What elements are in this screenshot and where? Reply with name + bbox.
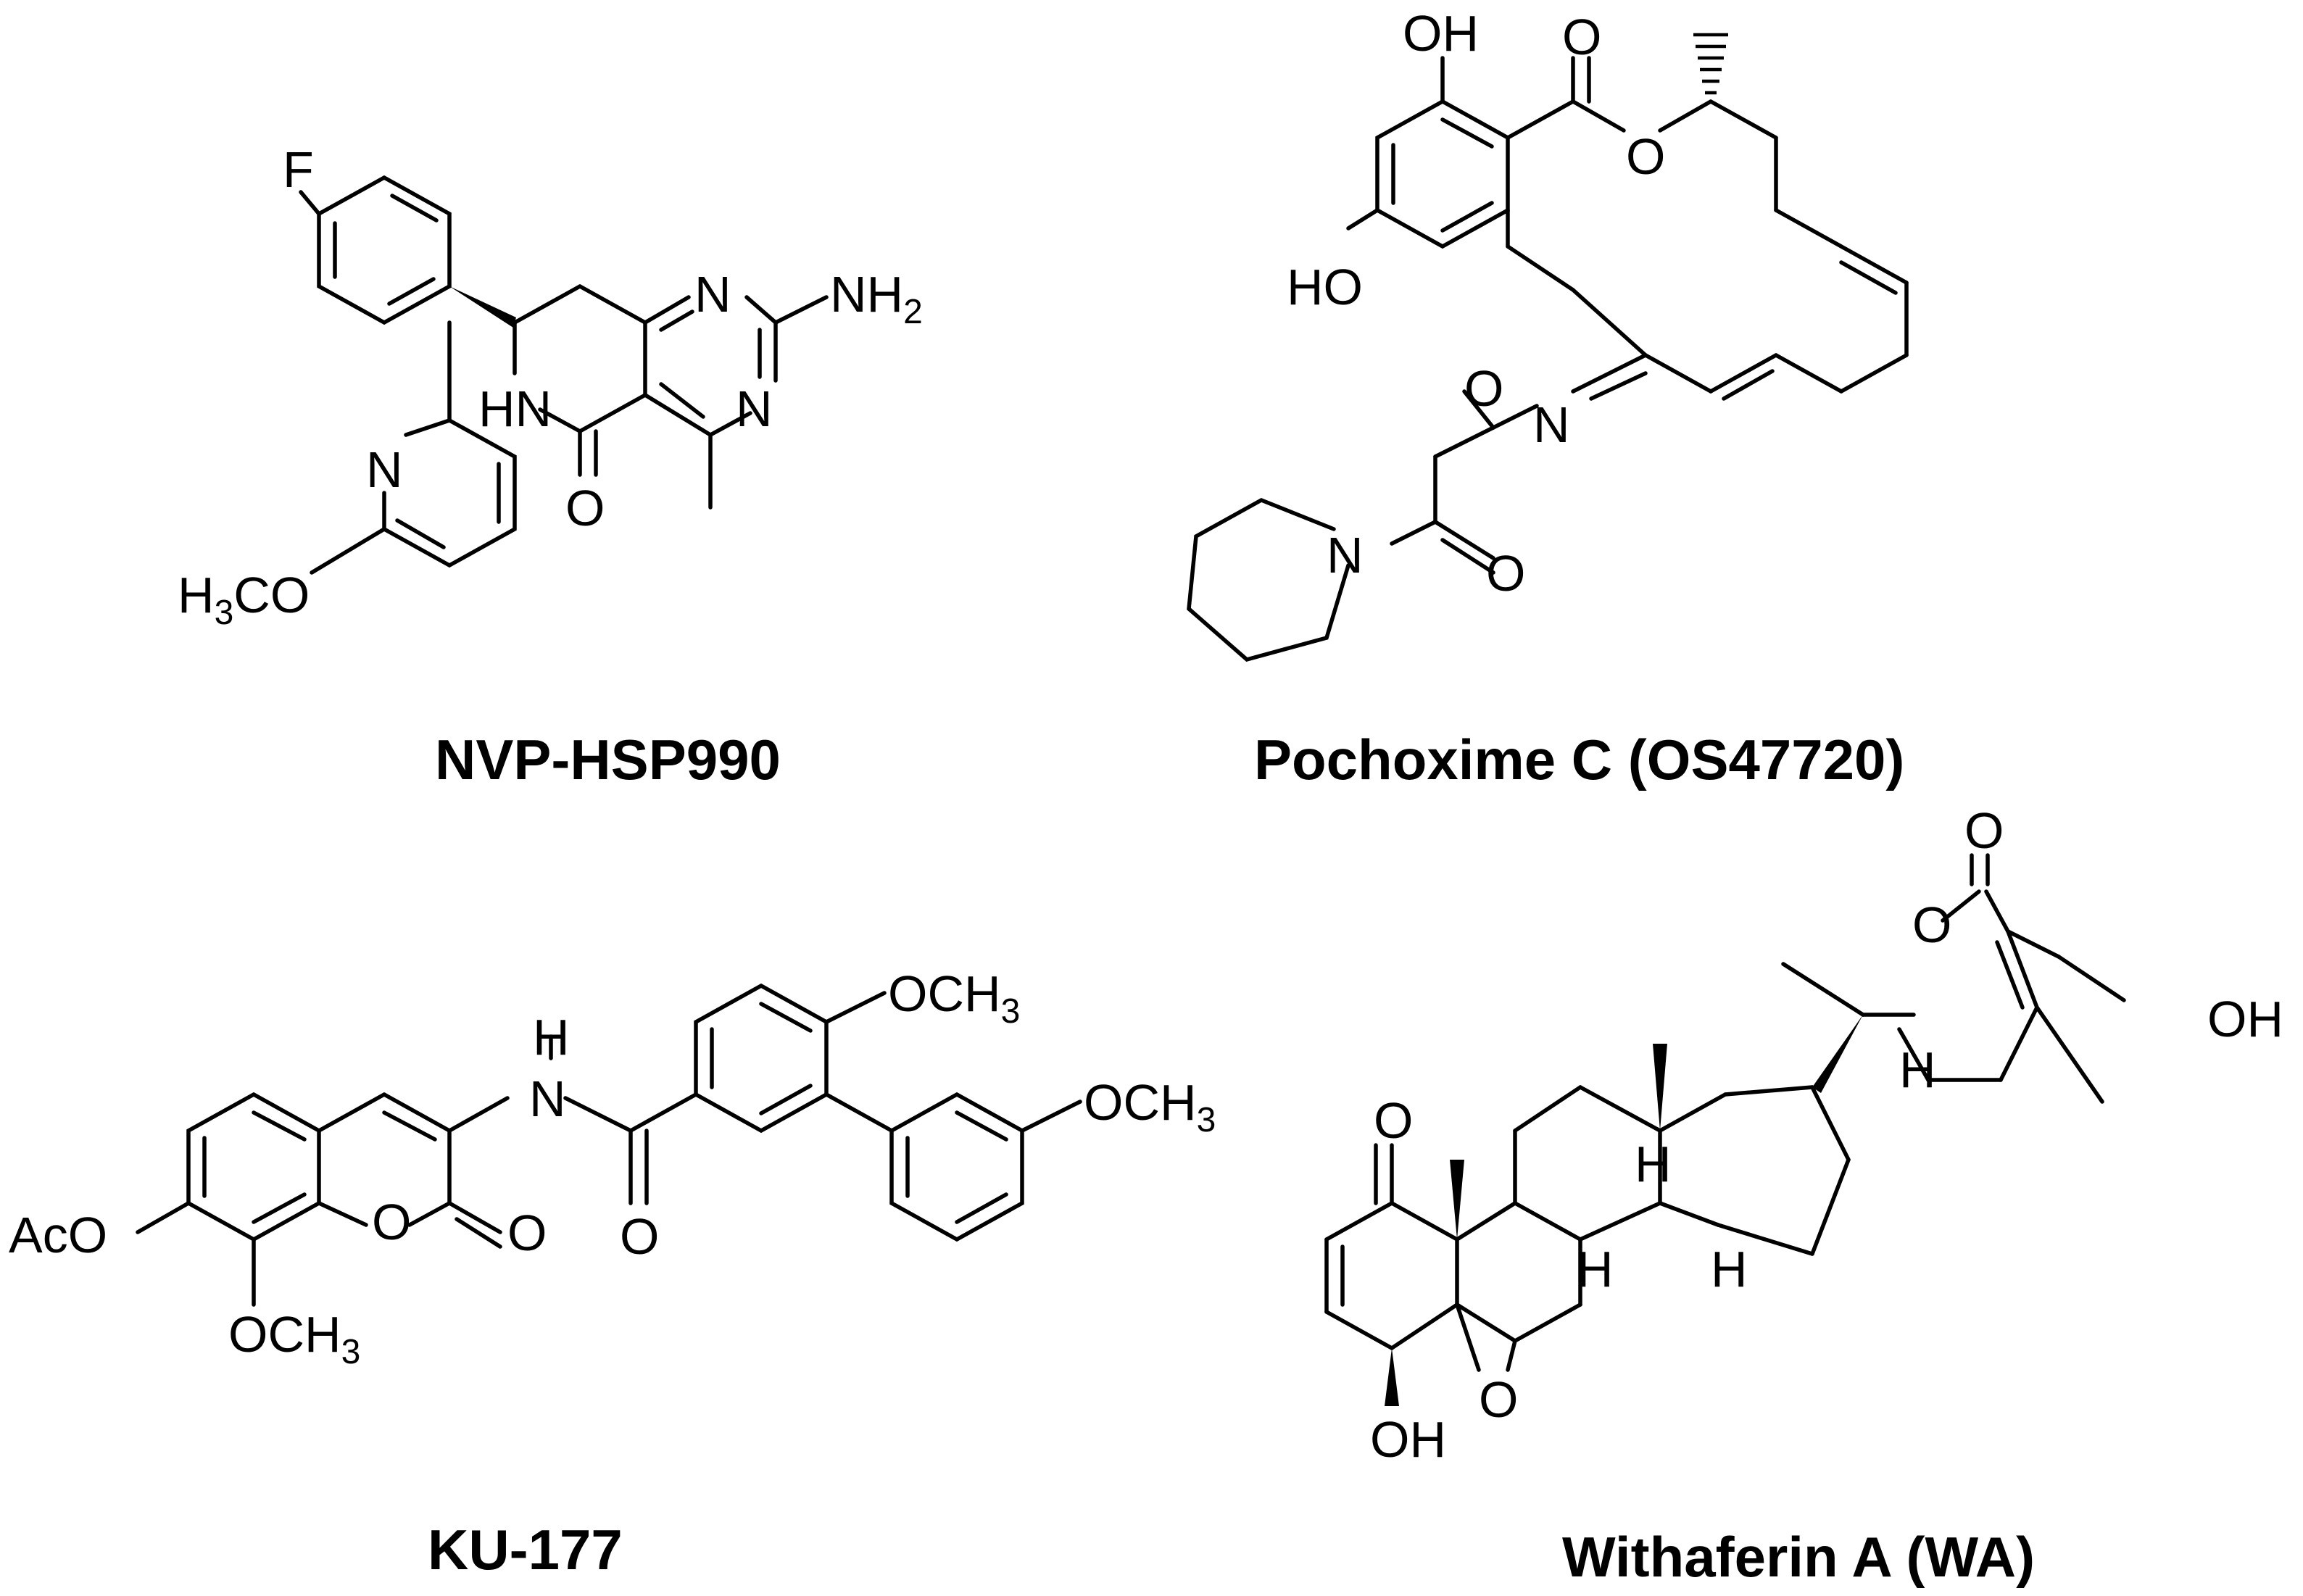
amide-link [549, 1034, 698, 1205]
coumarin-benzo-ring [136, 1092, 321, 1307]
atom-och3-bottom: OCH3 [228, 1306, 360, 1371]
dihydropyridinone-ring [513, 284, 647, 477]
fluorophenyl-ring [299, 175, 452, 325]
atom-n-piperidine: N [1327, 527, 1364, 583]
atom-n-pyrimidine-top: N [694, 266, 731, 323]
atom-h-c2: H [1711, 1241, 1748, 1297]
atom-o-ring: O [372, 1194, 411, 1250]
atom-o-ketone: O [1374, 1092, 1413, 1149]
atom-o-lactone-ring: O [1912, 897, 1951, 953]
atom-oh-right: OH [2207, 991, 2283, 1047]
atom-hn: HN [478, 381, 552, 437]
coumarin-pyrone-ring [317, 1092, 510, 1249]
atom-nh2: NH2 [830, 266, 923, 331]
atom-o-amide: O [1486, 545, 1525, 602]
lactone-ring [1897, 853, 2126, 1104]
atom-n-pyrimidine-bottom: N [736, 381, 773, 437]
atom-h-b: H [1635, 1136, 1672, 1192]
piperidine-ring [1187, 497, 1350, 662]
atom-n-pyridine: N [366, 441, 403, 498]
anisole-ring [694, 983, 894, 1134]
steroid-core [1324, 1044, 1851, 1406]
atom-h-amide: H [533, 1009, 570, 1065]
compound-withaferin-a: O O OH H O H H H O OH Withaferin A (WA) [1324, 802, 2283, 1589]
atom-h3co: H3CO [178, 567, 310, 632]
atom-oh-bottom: OH [1370, 1411, 1446, 1468]
atom-o-oxime: O [1464, 360, 1503, 417]
atom-o-amide: O [620, 1208, 659, 1265]
atom-aco: AcO [9, 1207, 107, 1263]
macrolactone-ring [1506, 56, 1909, 401]
atom-f: F [283, 141, 314, 198]
side-chain [1781, 962, 1916, 1093]
compound-label-ku-177: KU-177 [428, 1518, 623, 1582]
atom-o-lactone: O [507, 1205, 547, 1261]
atom-och3-top: OCH3 [888, 965, 1020, 1031]
atom-n-amide: N [529, 1071, 566, 1127]
wedge-bond [449, 286, 516, 328]
atom-n-oxime: N [1533, 396, 1570, 453]
atom-o-epoxide: O [1479, 1371, 1518, 1428]
atom-h-side: H [1899, 1042, 1936, 1098]
atom-och3-right: OCH3 [1084, 1074, 1216, 1139]
compound-pochoxime-c: OH HO O O O N N O Pochoxime C (OS47720) [1187, 5, 1909, 791]
methoxyphenyl-ring [889, 1092, 1082, 1242]
resorcinol-ring [1346, 56, 1510, 249]
compound-label-pochoxime-c: Pochoxime C (OS47720) [1254, 728, 1904, 791]
atom-o-carbonyl: O [1562, 9, 1601, 65]
compound-nvp-hsp990: F N H3CO N N NH2 HN O NVP-HSP990 [178, 141, 923, 791]
pyrimidine-ring [643, 295, 829, 510]
atom-o-lactone-carbonyl: O [1964, 802, 2004, 859]
atom-o-carbonyl: O [565, 480, 605, 536]
compound-label-withaferin-a: Withaferin A (WA) [1562, 1525, 2035, 1589]
atom-h-c1: H [1577, 1241, 1614, 1297]
hashed-methyl [1693, 33, 1728, 95]
methoxypyridine-ring [310, 320, 517, 575]
atom-ho-left: HO [1287, 259, 1363, 315]
compound-label-nvp-hsp990: NVP-HSP990 [435, 728, 781, 791]
oxime-chain [1390, 389, 1539, 575]
atom-oh-top: OH [1403, 5, 1479, 62]
atom-o-ring: O [1626, 128, 1665, 185]
compound-ku-177: H N O OCH3 OCH3 O O AcO OCH3 KU-177 [9, 965, 1216, 1582]
